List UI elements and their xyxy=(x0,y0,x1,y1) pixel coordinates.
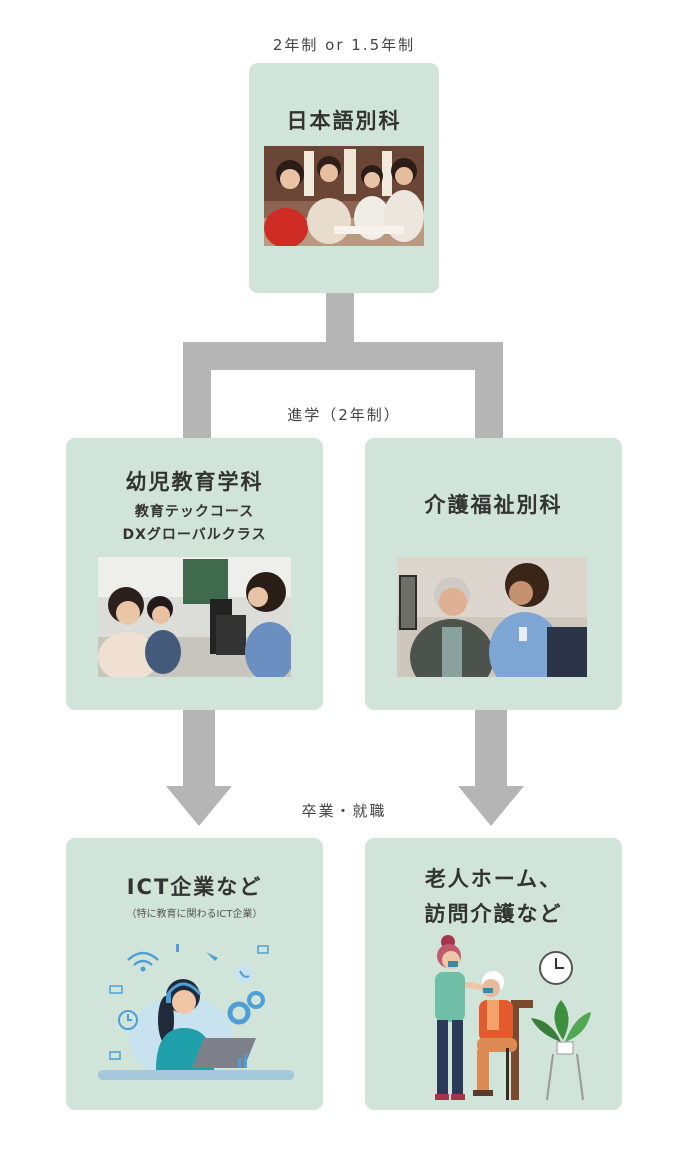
ict-companies-box: ICT企業など （特に教育に関わるICT企業） xyxy=(66,838,323,1110)
japanese-course-title: 日本語別科 xyxy=(286,109,402,133)
elderly-care-line2: 訪問介護など xyxy=(424,902,563,926)
computer-students-photo xyxy=(98,557,291,677)
graduation-label: 卒業・就職 xyxy=(301,802,387,820)
ict-companies-title: ICT企業など xyxy=(126,875,263,899)
caregiver-photo xyxy=(397,557,587,677)
connector-horizontal xyxy=(183,342,503,370)
ict-companies-note: （特に教育に関わるICT企業） xyxy=(126,909,263,920)
remote-worker-illustration xyxy=(96,938,296,1088)
elderly-care-box: 老人ホーム、 訪問介護など xyxy=(365,838,622,1110)
connector-right-down xyxy=(475,342,503,440)
connector-left-down xyxy=(183,342,211,440)
advance-label: 進学（2年制） xyxy=(287,406,401,424)
arrow-left xyxy=(166,710,232,826)
caregiver-illustration xyxy=(413,930,593,1110)
care-welfare-box: 介護福祉別科 xyxy=(365,438,622,710)
care-welfare-title: 介護福祉別科 xyxy=(424,493,563,517)
early-childhood-box: 幼児教育学科 教育テックコース DXグローバルクラス xyxy=(66,438,323,710)
duration-label: 2年制 or 1.5年制 xyxy=(272,36,416,54)
edtech-course-label: 教育テックコース xyxy=(134,504,255,520)
dx-global-class-label: DXグローバルクラス xyxy=(122,527,267,543)
arrow-right xyxy=(458,710,524,826)
early-childhood-title: 幼児教育学科 xyxy=(125,470,264,494)
students-photo xyxy=(264,146,424,246)
connector-vertical-top xyxy=(326,292,354,344)
elderly-care-line1: 老人ホーム、 xyxy=(424,867,563,891)
japanese-course-box: 日本語別科 xyxy=(249,63,439,293)
